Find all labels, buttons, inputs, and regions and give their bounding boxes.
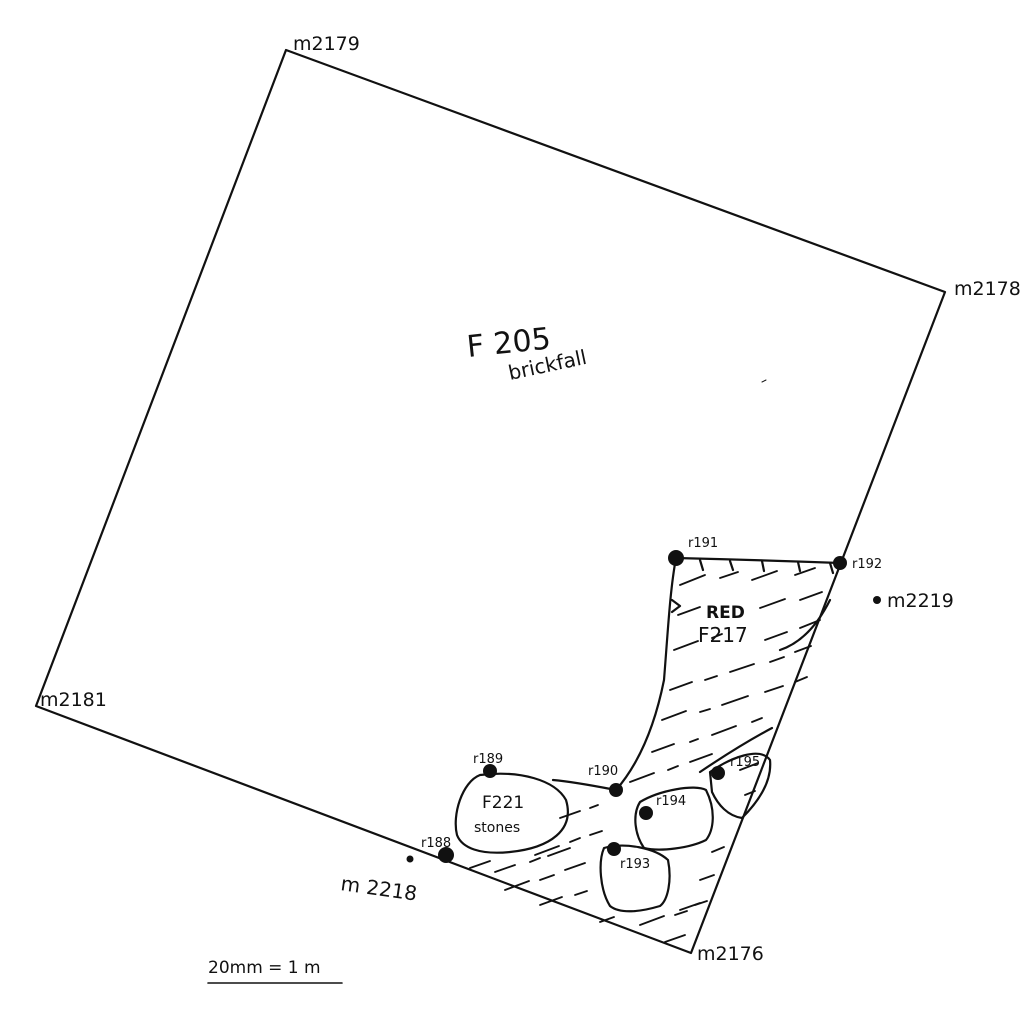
f217-boundary bbox=[551, 556, 842, 792]
stone-r194 bbox=[634, 786, 714, 851]
feature-f205-label: F 205 bbox=[465, 321, 552, 365]
point-r189-label: r189 bbox=[473, 752, 503, 767]
marker-m2179-label: m2179 bbox=[293, 33, 360, 55]
f217-inner-line-2 bbox=[778, 598, 832, 652]
f217-inner-line-1 bbox=[698, 726, 774, 774]
marker-m2181-label: m2181 bbox=[40, 689, 107, 711]
stray-mark bbox=[761, 379, 767, 383]
point-r191-label: r191 bbox=[688, 536, 718, 551]
point-r195-dot bbox=[711, 766, 725, 780]
point-r194-label: r194 bbox=[656, 794, 686, 809]
point-r192-label: r192 bbox=[852, 557, 882, 572]
feature-f221-description: stones bbox=[474, 820, 520, 836]
point-r190-dot bbox=[609, 783, 623, 797]
point-r195-label: r195 bbox=[730, 755, 760, 770]
feature-f217-description: RED bbox=[706, 603, 745, 623]
marker-m2178-label: m2178 bbox=[954, 278, 1021, 300]
feature-f221-label: F221 bbox=[482, 793, 524, 813]
marker-m2218-dot bbox=[406, 855, 414, 863]
point-r190-label: r190 bbox=[588, 764, 618, 779]
point-r191-dot bbox=[668, 550, 684, 566]
f217-hatching bbox=[469, 567, 823, 943]
f217-edge-ticks bbox=[670, 558, 835, 614]
f221-stone-outline bbox=[454, 772, 569, 854]
stone-r193 bbox=[599, 844, 671, 913]
point-r194-dot bbox=[639, 806, 653, 820]
point-r192-dot bbox=[833, 556, 847, 570]
point-r193-dot bbox=[607, 842, 621, 856]
point-r188-label: r188 bbox=[421, 836, 451, 851]
stone-r195 bbox=[708, 752, 772, 820]
feature-f217-label: F217 bbox=[698, 623, 748, 647]
point-r189-dot bbox=[483, 764, 497, 778]
marker-m2219-dot bbox=[873, 596, 881, 604]
marker-m2176-label: m2176 bbox=[697, 943, 764, 965]
scale-label: 20mm = 1 m bbox=[208, 958, 321, 978]
marker-m2219-label: m2219 bbox=[887, 590, 954, 612]
marker-m2218-label: m 2218 bbox=[339, 871, 418, 905]
trench-outline bbox=[34, 48, 947, 955]
point-r188-dot bbox=[438, 847, 454, 863]
point-r193-label: r193 bbox=[620, 857, 650, 872]
